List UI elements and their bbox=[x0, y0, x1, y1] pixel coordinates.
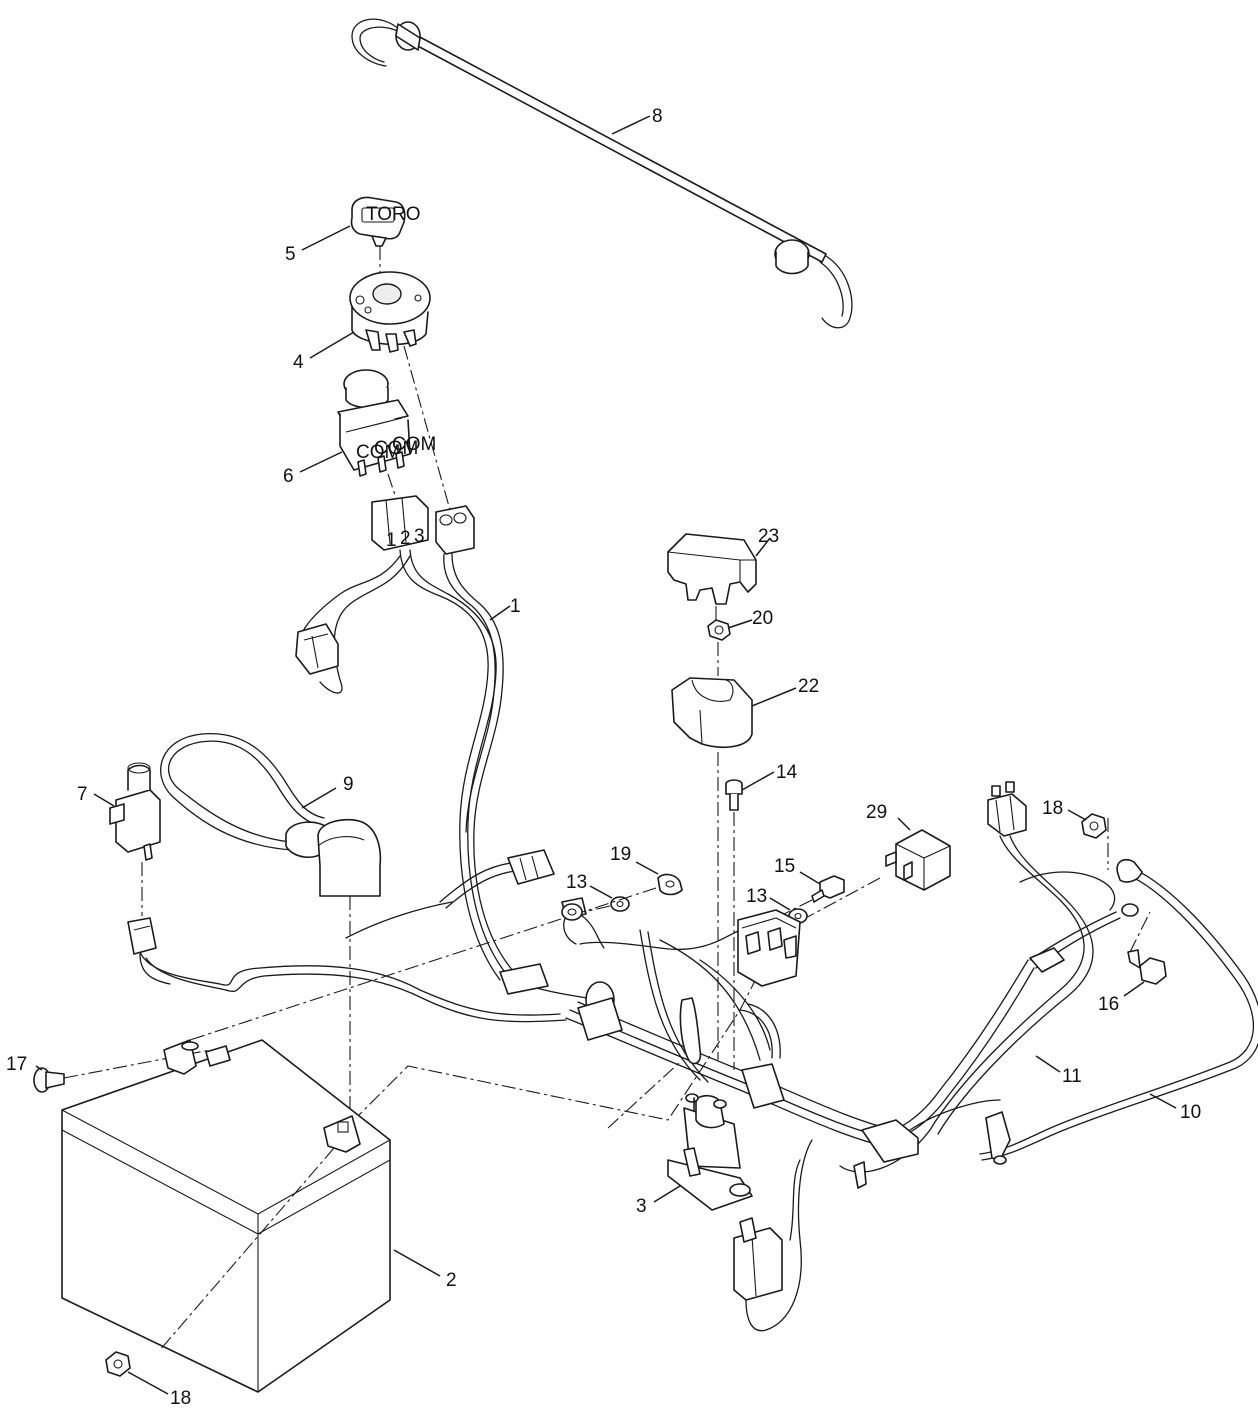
battery-bolt-part-17 bbox=[33, 1067, 65, 1093]
connector-pin-2: 2 bbox=[400, 528, 411, 549]
callout-18-lower: 18 bbox=[170, 1388, 191, 1409]
pto-terminal-label-3: COM bbox=[392, 434, 436, 455]
cover-part-23 bbox=[667, 533, 757, 605]
callout-20: 20 bbox=[752, 608, 773, 629]
nut-part-20 bbox=[707, 619, 731, 641]
safety-switch-branch bbox=[127, 917, 171, 985]
ignition-switch-part-4 bbox=[349, 271, 431, 353]
pto-switch-part-6: COM COM COM bbox=[337, 369, 436, 477]
battery-part-2 bbox=[61, 1039, 391, 1393]
battery-cable-boot-part-9 bbox=[160, 732, 382, 897]
key-brand-text: TORO bbox=[366, 204, 421, 225]
callout-11: 11 bbox=[1062, 1066, 1082, 1087]
callout-9: 9 bbox=[343, 774, 354, 795]
support-rod-part-8 bbox=[351, 18, 853, 329]
callout-8: 8 bbox=[652, 106, 663, 127]
pto-terminal-label-1: COM bbox=[356, 442, 400, 463]
callout-22: 22 bbox=[798, 676, 819, 697]
callout-numbers: 8 5 4 6 23 1 20 22 14 7 9 29 18 19 13 15… bbox=[6, 106, 1201, 1409]
callout-23: 23 bbox=[758, 526, 779, 547]
callout-3: 3 bbox=[636, 1196, 647, 1217]
callout-17: 17 bbox=[6, 1054, 27, 1075]
seat-switch-part-7 bbox=[109, 762, 161, 861]
main-wire-harness-part-1 bbox=[295, 549, 515, 981]
positive-cable-part-10 bbox=[979, 858, 1258, 1161]
callout-29: 29 bbox=[866, 802, 887, 823]
callout-2: 2 bbox=[446, 1270, 457, 1291]
callout-16: 16 bbox=[1098, 994, 1119, 1015]
terminal-block bbox=[737, 909, 801, 987]
callout-14: 14 bbox=[776, 762, 798, 783]
callout-13-right: 13 bbox=[746, 886, 767, 907]
lower-switch-connector bbox=[733, 1139, 813, 1332]
bolt-part-14 bbox=[725, 779, 743, 811]
screw-part-15 bbox=[811, 875, 845, 903]
callout-19: 19 bbox=[610, 844, 631, 865]
wire-harness-part-11 bbox=[839, 781, 1121, 1189]
callout-6: 6 bbox=[283, 466, 294, 487]
nut-part-19 bbox=[657, 873, 683, 896]
connector-pin-1: 1 bbox=[386, 530, 397, 551]
washer-part-13-left bbox=[610, 896, 630, 912]
callout-7: 7 bbox=[77, 784, 88, 805]
callout-5: 5 bbox=[285, 244, 296, 265]
starter-solenoid-part-3 bbox=[667, 1093, 753, 1211]
leader-lines bbox=[35, 115, 1177, 1395]
callout-13-left: 13 bbox=[566, 872, 587, 893]
callout-15: 15 bbox=[774, 856, 795, 877]
pto-harness-connector: 1 2 3 bbox=[371, 495, 429, 551]
callout-10: 10 bbox=[1180, 1102, 1201, 1123]
ring-terminal-left bbox=[561, 903, 605, 949]
connector-pin-3: 3 bbox=[414, 526, 425, 547]
relay-part-29 bbox=[885, 829, 951, 891]
pto-terminal-label-2: COM bbox=[374, 438, 418, 459]
callout-18-upper: 18 bbox=[1042, 798, 1063, 819]
cross-harness bbox=[139, 849, 911, 1151]
terminal-boot-part-22 bbox=[671, 677, 753, 748]
ignition-key-part-5: TORO bbox=[350, 196, 421, 247]
bolt-part-16 bbox=[1127, 949, 1167, 985]
callout-4: 4 bbox=[293, 352, 304, 373]
nut-part-18-upper bbox=[1081, 813, 1107, 839]
ignition-harness-connector bbox=[435, 505, 475, 555]
callout-1: 1 bbox=[510, 596, 521, 617]
nut-part-18-lower bbox=[105, 1351, 131, 1377]
